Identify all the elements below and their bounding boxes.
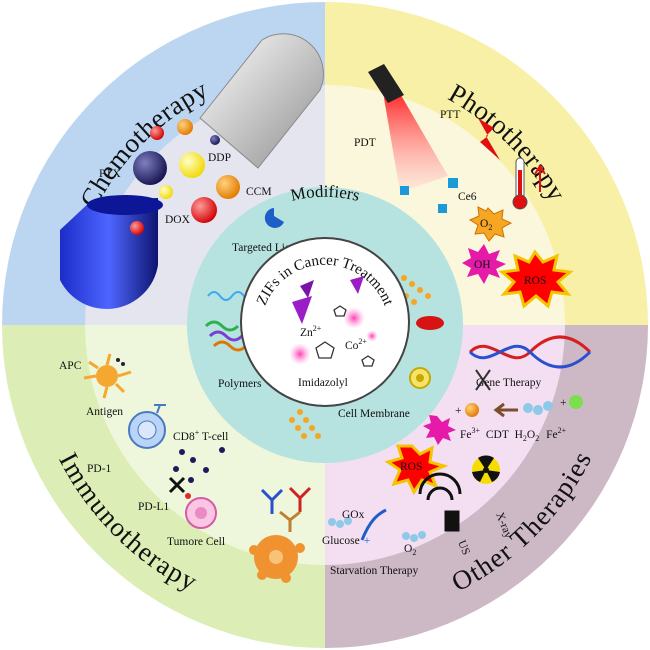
o2-molecule-icon: [328, 517, 352, 528]
glucose-label: Glucose+: [322, 535, 370, 547]
zn-tetrahedron-icon: [292, 296, 312, 324]
ptx-label: PTX: [99, 168, 121, 180]
co-glow-icon: [289, 343, 311, 365]
ddp-label: DDP: [208, 152, 231, 164]
cdt-reaction-label: Fe3+ CDT H2O2 Fe2+: [460, 424, 567, 444]
imidazolyl-ring-icon: [333, 305, 347, 317]
chemotherapy-content: PTX DDP CCM DOX: [60, 33, 324, 309]
thermometer-icon: [512, 157, 528, 210]
antibodies-icon: [260, 486, 312, 532]
us-label: US: [455, 539, 472, 557]
tumor-cell-label: Tumore Cell: [167, 536, 225, 548]
dox-label: DOX: [165, 214, 191, 226]
starvation-label: Starvation Therapy: [330, 565, 418, 577]
arrow-left-icon: [493, 402, 518, 418]
scissors-icon: [475, 369, 491, 391]
ros-label-other: ROS: [400, 461, 422, 473]
curved-arrow-icon: [360, 508, 387, 541]
immunotherapy-content: APC Antigen CD8+ T-cell PD-1 PD-L1 Tumor…: [59, 353, 312, 583]
up-arrow-icon: [534, 164, 546, 192]
lipid-bilayer-icon: [395, 275, 431, 305]
fe2-ball-icon: [569, 395, 583, 409]
ros-burst-icon: [384, 444, 449, 495]
imidazolyl-ring-icon: [361, 355, 375, 367]
polymers-label: Polymers: [218, 378, 262, 390]
zn-tetrahedron-icon: [300, 280, 314, 298]
antigen-dots-icon: [173, 447, 225, 483]
o2-label: O2: [480, 218, 492, 232]
ros-burst-small-icon: [423, 415, 456, 445]
cd8-t-cell-label: CD8+ T-cell: [173, 428, 228, 443]
antigen-label: Antigen: [86, 406, 123, 418]
o2-burst-icon: [468, 206, 513, 242]
apc-label: APC: [59, 360, 82, 372]
o2-label-other: O2: [404, 543, 416, 557]
light-beam-icon: [384, 90, 448, 192]
ultrasound-icon: [418, 472, 462, 532]
drug-ball-icon: [177, 119, 193, 135]
glucose-molecule-icon: [402, 531, 426, 542]
drug-ball-icon: [159, 185, 173, 199]
core-content: Zn2+ Co2+ Imidazolyl: [289, 276, 378, 389]
apc-cell-icon: [83, 353, 132, 399]
imidazolyl-ring-icon: [315, 341, 335, 359]
pd1-label: PD-1: [87, 463, 112, 475]
membrane-bilayer-icon: [289, 409, 321, 439]
drug-ball-icon: [150, 126, 164, 140]
phototherapy-content: PDT PTT Ce6 O2 OH ROS: [354, 64, 574, 309]
ptx-ball-icon: [133, 151, 167, 185]
h2o2-molecule-icon: [523, 401, 553, 415]
co-tetrahedron-icon: [350, 276, 364, 294]
ros-burst-icon: [498, 249, 574, 309]
flashlight-icon: [368, 64, 404, 103]
ce6-cubes-icon: [400, 178, 458, 213]
svg-text:+: +: [560, 397, 567, 409]
dox-ball-icon: [191, 197, 217, 223]
block-cross-icon: [168, 476, 186, 494]
pdt-label: PDT: [354, 137, 376, 149]
drug-ball-icon: [210, 135, 220, 145]
targeted-ligand-icon: [264, 208, 284, 228]
tumor-cluster-icon: [249, 535, 305, 583]
zn-label: Zn2+: [300, 324, 322, 339]
tumor-cell-icon: [185, 493, 217, 529]
ce6-label: Ce6: [458, 191, 477, 203]
co-glow-icon: [343, 307, 365, 329]
lightning-icon: [478, 118, 500, 160]
oh-burst-icon: [462, 244, 506, 284]
imidazolyl-label: Imidazolyl: [298, 377, 348, 389]
gene-therapy-label: Gene Therapy: [476, 377, 541, 389]
co-label: Co2+: [345, 337, 367, 352]
capsule-white-icon: [199, 33, 324, 169]
ros-label: ROS: [524, 275, 546, 287]
fe3-ball-icon: [465, 403, 479, 417]
drug-ball-icon: [130, 221, 144, 235]
pdl1-label: PD-L1: [138, 501, 170, 513]
zif-core-circle: [240, 237, 410, 407]
radiation-icon: [472, 455, 500, 484]
ddp-ball-icon: [179, 152, 205, 178]
ptt-label: PTT: [440, 109, 460, 121]
polymer-chain-icon: [204, 320, 240, 332]
red-blood-cell-icon: [416, 316, 444, 330]
ccm-ball-icon: [216, 175, 240, 199]
cell-membrane-label: Cell Membrane: [338, 408, 410, 420]
cd8-t-cell-icon: [128, 404, 166, 449]
svg-text:+: +: [455, 405, 462, 417]
gox-label: GOx: [342, 509, 365, 521]
oh-label: OH: [474, 259, 491, 271]
modifiers-title: Modifiers: [289, 182, 362, 205]
co-glow-icon: [366, 330, 378, 342]
ccm-label: CCM: [246, 186, 272, 198]
